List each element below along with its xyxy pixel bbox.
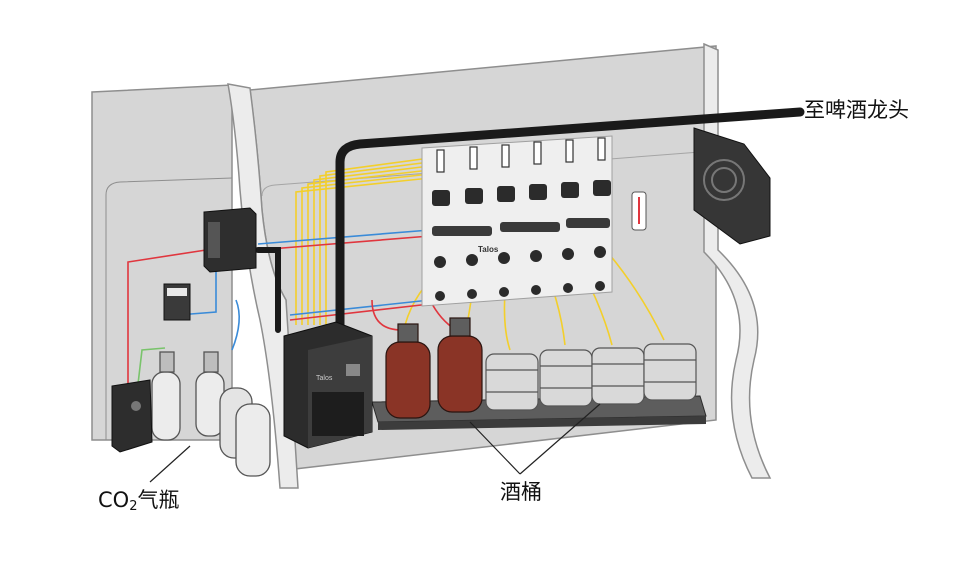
thermometer — [631, 191, 647, 231]
svg-text:Talos: Talos — [316, 375, 333, 382]
gas-panel-box — [163, 283, 191, 321]
manifold-brand-label: Talos — [478, 245, 499, 254]
main-wall-trim — [261, 151, 701, 197]
glycol-chiller: Talos — [283, 321, 373, 449]
right-wall-panel — [703, 42, 772, 479]
callout-co2-cylinder: CO2气瓶 — [98, 488, 180, 514]
trunk-line-to-taps — [335, 107, 805, 335]
nitrogen-generator — [111, 379, 153, 453]
steel-kegs — [485, 343, 697, 411]
couplers-row — [434, 246, 606, 301]
callout-to-taps: 至啤酒龙头 — [804, 98, 909, 122]
left-wall-inner-line — [105, 177, 233, 440]
wall-divider-column — [227, 83, 299, 489]
red-kegs — [385, 317, 483, 419]
callout-kegs: 酒桶 — [500, 480, 542, 504]
trunk-line-cooler — [255, 247, 281, 333]
condenser-unit — [693, 127, 771, 245]
co2-cylinders — [151, 351, 271, 477]
callout-leaders — [149, 403, 601, 483]
wall-compressor — [203, 207, 257, 273]
gas-manifolds — [432, 218, 610, 236]
regulator-row-top — [432, 137, 611, 206]
